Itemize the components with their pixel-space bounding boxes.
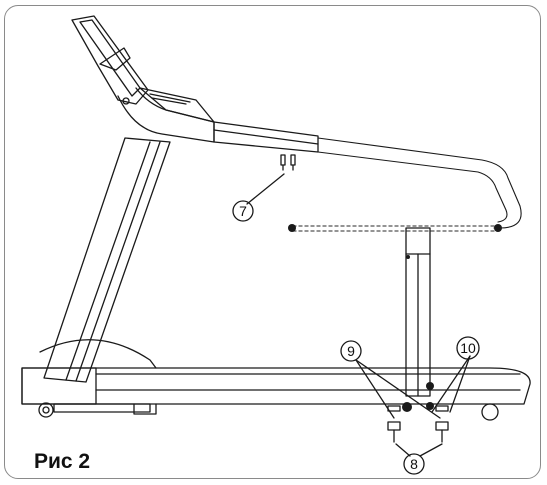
callout-9-label: 9: [347, 343, 355, 359]
lower-bracket: [133, 403, 157, 415]
front-wheel-hub: [42, 406, 50, 414]
figure-caption: Рис 2: [34, 450, 91, 473]
deck-base: [21, 367, 531, 405]
console-tray-detail: [149, 93, 191, 105]
callout-10-circle: [456, 336, 480, 360]
leader-10-b: [449, 355, 471, 413]
callout-7-circle: [232, 200, 254, 222]
washer-9-right: [435, 405, 449, 412]
figure-frame: [4, 5, 541, 479]
bolt-hole-small: [406, 255, 410, 259]
rear-foot: [481, 403, 499, 421]
crossbar-end-left: [288, 224, 296, 232]
rear-handrail-tube-lower: [317, 151, 508, 223]
left-upright-post: [43, 137, 171, 383]
crossbar-end-right: [494, 224, 502, 232]
centre-support-post: [405, 227, 431, 397]
leader-9-b: [355, 359, 441, 419]
leader-9-a: [355, 359, 395, 419]
callout-8-circle: [403, 453, 425, 475]
callout-9-circle: [340, 340, 362, 362]
handrail-grip-seam: [213, 129, 319, 145]
motor-hood: [39, 339, 157, 369]
screw-group-7: [280, 154, 296, 171]
washer-9-left: [387, 405, 401, 412]
deck-front-cover: [21, 367, 97, 405]
leader-10-a: [431, 355, 471, 413]
front-wheel: [38, 402, 54, 418]
leader-8-b: [419, 443, 443, 457]
rear-handrail-tube: [317, 137, 522, 229]
leader-8-a: [395, 443, 411, 457]
bolt-hole-right: [426, 402, 434, 410]
bolt-hole-upper: [426, 382, 434, 390]
left-upright-inner-line-2: [75, 141, 161, 382]
callout-8-label: 8: [410, 456, 418, 472]
lower-frame-rail: [53, 403, 151, 413]
bolt-8-right: [435, 421, 449, 443]
callout-7-label: 7: [239, 203, 247, 219]
callout-10-label: 10: [460, 340, 476, 356]
bolt-8-left: [387, 421, 401, 443]
left-upright-inner-line: [65, 141, 151, 381]
console-tray: [139, 87, 215, 123]
console-display: [71, 15, 149, 105]
leader-7: [246, 173, 285, 205]
console-hinge: [99, 47, 131, 71]
bolt-hole-left: [402, 402, 412, 412]
console-pivot: [122, 97, 130, 105]
